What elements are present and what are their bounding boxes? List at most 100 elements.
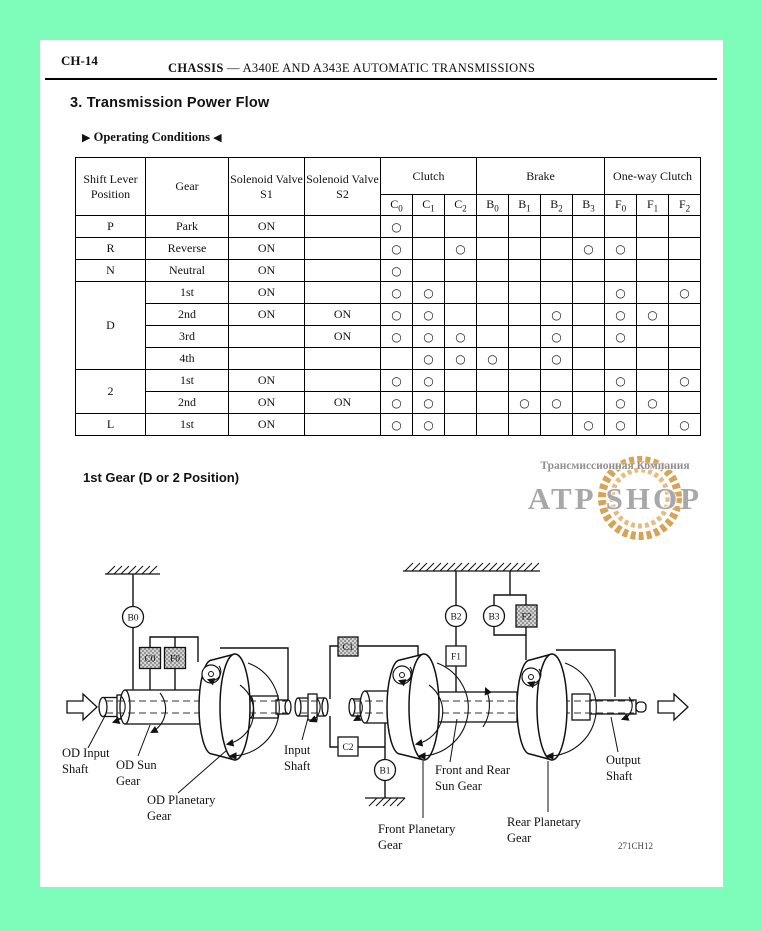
output-shaft-label-1: Output (606, 753, 641, 767)
table-row: 4th○○○○ (76, 347, 702, 370)
input-shaft-label-2: Shaft (284, 759, 311, 773)
output-arrow-icon (657, 692, 689, 722)
cell-mark-F0: ○ (604, 303, 638, 326)
cell-gear: 2nd (145, 303, 229, 326)
front-rear-sun-label-2: Sun Gear (435, 779, 483, 793)
f0-label: F0 (170, 655, 180, 665)
cell-gear: Reverse (145, 237, 229, 260)
cell-mark-B3 (571, 347, 606, 370)
cell-mark-B1 (508, 303, 541, 326)
cell-mark-C1: ○ (412, 391, 445, 414)
cell-mark-C2 (444, 281, 477, 304)
cell-mark-F2 (668, 237, 702, 260)
cell-mark-B2 (540, 237, 573, 260)
c1-box-active (337, 636, 359, 657)
front-planetary-drum (386, 653, 440, 761)
section-title: 3. Transmission Power Flow (70, 95, 270, 111)
od-planetary-label-2: Gear (147, 809, 172, 823)
chapter-header-bold: CHASSIS (168, 61, 224, 75)
cell-mark-B2 (540, 413, 573, 436)
cell-mark-B0 (476, 303, 509, 326)
cell-mark-B2 (540, 215, 573, 238)
b1-circle (373, 758, 397, 782)
cell-mark-F0: ○ (604, 413, 638, 436)
c2-box (337, 736, 359, 757)
cell-mark-C1 (412, 237, 445, 260)
f2-label: F2 (521, 613, 531, 623)
cell-mark-F1 (636, 413, 670, 436)
cell-mark-B3 (571, 281, 606, 304)
cell-mark-F1 (636, 259, 670, 282)
b2-circle (444, 604, 468, 628)
cell-mark-C2 (444, 369, 477, 392)
cell-mark-B0 (476, 259, 509, 282)
subcol-header-C2: C2 (444, 194, 477, 216)
c0-box-active (138, 646, 162, 670)
input-arrow-icon (66, 692, 98, 722)
cell-mark-C2: ○ (444, 237, 477, 260)
b2-label: B2 (450, 613, 461, 623)
cell-mark-B1 (508, 259, 541, 282)
cell-mark-C1: ○ (412, 413, 445, 436)
cell-mark-F1: ○ (636, 391, 670, 414)
clutch-boxes (138, 604, 538, 757)
cell-s2 (304, 369, 381, 392)
subcol-header-C1: C1 (412, 194, 445, 216)
cell-mark-C1: ○ (412, 325, 445, 348)
cell-mark-F2: ○ (668, 413, 702, 436)
cell-mark-C2: ○ (444, 325, 477, 348)
chapter-header-rest: — A340E AND A343E AUTOMATIC TRANSMISSION… (223, 61, 536, 75)
cell-mark-B2 (540, 281, 573, 304)
cell-s2: ON (304, 391, 381, 414)
col-header-s2: Solenoid Valve S2 (304, 157, 381, 216)
col-header-oneway: One-way Clutch (604, 157, 702, 195)
cell-mark-F0: ○ (604, 391, 638, 414)
cell-s1: ON (228, 369, 305, 392)
page-code: CH-14 (61, 53, 98, 68)
cell-mark-B3 (571, 303, 606, 326)
power-flow-diagram: B0 C0 F0 C1 C2 B1 B2 B3 F1 F2 (62, 562, 689, 852)
cell-mark-F1 (636, 281, 670, 304)
b0-label: B0 (127, 614, 138, 624)
cell-mark-B3 (571, 325, 606, 348)
cell-mark-C0: ○ (380, 259, 413, 282)
cell-s1: ON (228, 237, 305, 260)
cell-mark-F1 (636, 237, 670, 260)
cell-s1: ON (228, 281, 305, 304)
cell-mark-B2: ○ (540, 347, 573, 370)
cell-shift-position: P (75, 215, 146, 238)
cell-shift-position: N (75, 259, 146, 282)
cell-mark-B3 (571, 215, 606, 238)
cell-mark-F0: ○ (604, 325, 638, 348)
component-linkage-lines (132, 571, 616, 798)
cell-mark-B0: ○ (476, 347, 509, 370)
brake-circles (121, 604, 506, 782)
cell-mark-C1: ○ (412, 347, 445, 370)
cell-mark-C0 (380, 347, 413, 370)
cell-s1: ON (228, 259, 305, 282)
od-sun-gear-label-1: OD Sun (116, 758, 157, 772)
cell-gear: 1st (145, 369, 229, 392)
cell-mark-B1 (508, 215, 541, 238)
cell-mark-F0: ○ (604, 237, 638, 260)
cell-s2 (304, 281, 381, 304)
output-shaft-label-2: Shaft (606, 769, 633, 783)
f1-box (445, 645, 467, 667)
rear-planetary-drum (516, 653, 568, 761)
cell-mark-B3 (571, 391, 606, 414)
cell-mark-B1 (508, 281, 541, 304)
cell-mark-B1 (508, 413, 541, 436)
cell-mark-C0: ○ (380, 369, 413, 392)
cell-mark-F2: ○ (668, 369, 702, 392)
watermark-shop-text: ATP SHOP (527, 481, 703, 516)
cell-mark-C0: ○ (380, 215, 413, 238)
cell-mark-C2 (444, 259, 477, 282)
watermark: Трансмиссионная Компания ATP SHOP (515, 448, 715, 578)
f2-box-active (515, 604, 538, 628)
f0-box-active (163, 646, 187, 670)
component-labels: B0 C0 F0 C1 C2 B1 B2 B3 F1 F2 (127, 613, 531, 777)
cell-mark-C1: ○ (412, 303, 445, 326)
